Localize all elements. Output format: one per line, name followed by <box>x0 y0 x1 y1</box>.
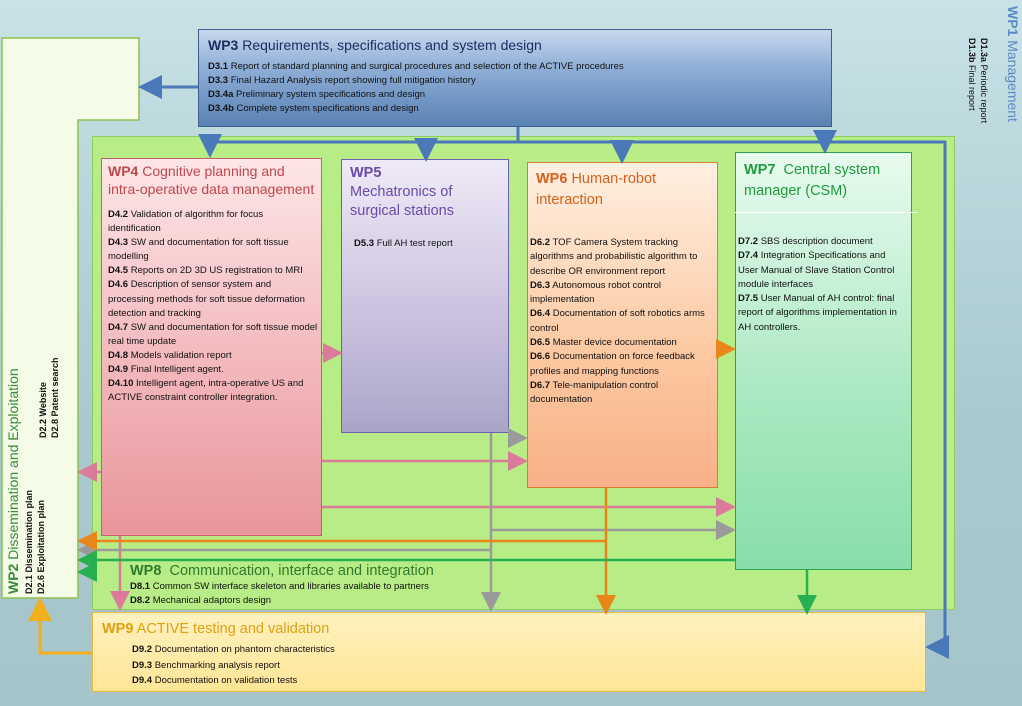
wp6-box <box>527 162 718 488</box>
wp7-item: D7.2 SBS description document <box>738 236 873 247</box>
wp4-item: D4.9 Final Intelligent agent. <box>108 364 224 376</box>
wp5-content: WP5 Mechatronics of surgical stations D5… <box>350 164 505 251</box>
wp6-code: WP6 <box>536 171 568 187</box>
wp9-content: WP9 ACTIVE testing and validation D9.2 D… <box>102 620 602 689</box>
wp4-item: D4.2 Validation of algorithm for focus i… <box>108 209 264 235</box>
wp4-item: D4.7 SW and documentation for soft tissu… <box>108 321 318 347</box>
wp5-item: D5.3 Full AH test report <box>354 238 453 249</box>
wp9-code: WP9 <box>102 621 134 637</box>
wp4-item: D4.5 Reports on 2D 3D US registration to… <box>108 265 303 277</box>
wp7-code: WP7 <box>744 162 776 178</box>
wp4-box <box>101 158 322 536</box>
wp2-code: WP2 <box>5 563 21 594</box>
wp8-content: WP8 Communication, interface and integra… <box>130 562 630 608</box>
wp3-item: D3.3 Final Hazard Analysis report showin… <box>208 75 476 86</box>
wp5-title: Mechatronics of surgical stations <box>350 184 454 219</box>
wp9-title: ACTIVE testing and validation <box>136 621 330 637</box>
wp7-content: WP7 Central system manager (CSM) D7.2 SB… <box>735 160 917 335</box>
wp4-item: D4.8 Models validation report <box>108 349 232 361</box>
wp3-content: WP3 Requirements, specifications and sys… <box>208 36 828 116</box>
wp1-deliverables: D1.3a Periodic report D1.3b Final report <box>962 38 990 138</box>
wp1-item: D1.3a Periodic report <box>979 38 989 124</box>
wp5-box <box>341 159 509 433</box>
wp6-content: WP6 Human-robot interaction D6.2 TOF Cam… <box>530 169 714 408</box>
wp4-content: WP4 Cognitive planning and intra-operati… <box>108 162 318 405</box>
wp2-item: D2.6 Exploitation plan <box>36 499 46 594</box>
wp4-code: WP4 <box>108 163 139 179</box>
wp2-name: Dissemination and Exploitation <box>5 368 21 560</box>
wp2-item: D2.1 Dissemination plan <box>24 489 34 594</box>
wp6-item: D6.5 Master device documentation <box>530 337 677 349</box>
wp3-box <box>198 29 832 127</box>
wp3-item: D3.1 Report of standard planning and sur… <box>208 61 624 72</box>
wp6-item: D6.3 Autonomous robot control implementa… <box>530 279 661 306</box>
wp6-item: D6.6 Documentation on force feedback pro… <box>530 351 695 377</box>
wp9-box <box>92 612 926 692</box>
wp2-label: WP2 Dissemination and Exploitation D2.1 … <box>0 0 60 594</box>
wp7-item: D7.5 User Manual of AH control: final re… <box>738 293 897 333</box>
wp7-box <box>735 152 912 570</box>
wp8-code: WP8 <box>130 563 162 579</box>
wp6-item: D6.7 Tele-manipulation control documenta… <box>530 379 659 406</box>
wp4-item: D4.6 Description of sensor system and pr… <box>108 279 305 319</box>
wp4-item: D4.3 SW and documentation for soft tissu… <box>108 237 289 263</box>
wp8-title: Communication, interface and integration <box>169 563 434 579</box>
wp1-item: D1.3b Final report <box>967 38 977 111</box>
wp9-item: D9.3 Benchmarking analysis report <box>132 659 280 671</box>
wp1-code: WP1 <box>1005 6 1021 37</box>
wp5-code: WP5 <box>350 165 382 181</box>
wp2-item: D2.8 Patent search <box>50 357 60 438</box>
wp1-name: Management <box>1005 40 1021 122</box>
wp4-title: Cognitive planning and intra-operative d… <box>108 163 315 197</box>
wp6-item: D6.2 TOF Camera System tracking algorith… <box>530 237 698 277</box>
wp7-title: Central system manager (CSM) <box>744 162 881 199</box>
wp3-item: D3.4b Complete system specifications and… <box>208 103 419 114</box>
wp7-item: D7.4 Integration Specifications and User… <box>738 250 895 290</box>
wp9-item: D9.2 Documentation on phantom characteri… <box>132 644 335 655</box>
wp6-title: Human-robot interaction <box>536 171 657 208</box>
wp8-item: D8.1 Common SW interface skeleton and li… <box>130 581 429 592</box>
wp6-item: D6.4 Documentation of soft robotics arms… <box>530 308 705 334</box>
wp1-label: WP1 Management <box>1002 6 1022 156</box>
wp8-item: D8.2 Mechanical adaptors design <box>130 595 272 606</box>
wp3-code: WP3 <box>208 37 239 53</box>
wp4-item: D4.10 Intelligent agent, intra-operative… <box>108 378 304 404</box>
wp3-item: D3.4a Preliminary system specifications … <box>208 89 426 100</box>
wp9-item: D9.4 Documentation on validation tests <box>132 675 298 686</box>
wp2-item: D2.2 Website <box>38 382 48 438</box>
wp3-title: Requirements, specifications and system … <box>242 37 542 53</box>
